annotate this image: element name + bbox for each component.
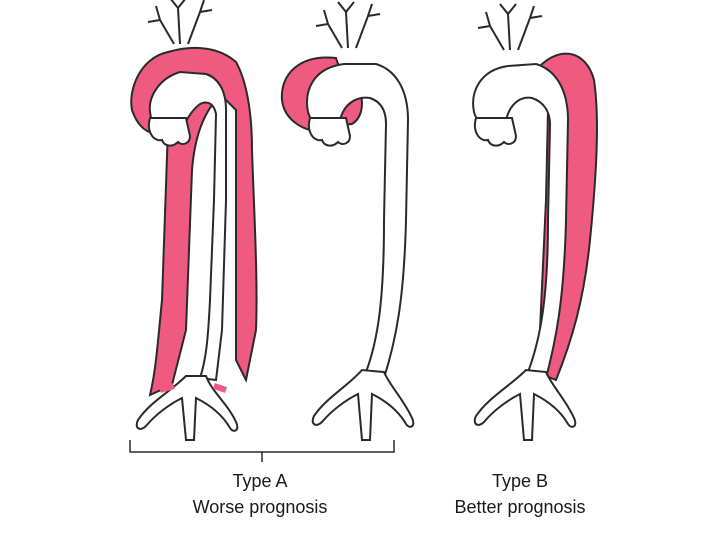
type-a-prognosis: Worse prognosis	[192, 497, 328, 517]
aorta-type-b	[472, 3, 598, 441]
arch-branches-1	[147, 0, 213, 45]
type-b-caption: Type B Better prognosis	[400, 468, 640, 520]
iliac-bifurcation-3	[473, 368, 577, 441]
aorta-type-a-ascending	[280, 1, 415, 441]
aortic-root-2	[308, 117, 352, 147]
aortic-root-3	[474, 117, 518, 147]
aortic-root-1	[148, 117, 192, 147]
iliac-bifurcation-2	[311, 368, 415, 441]
true-lumen-3	[472, 62, 570, 380]
type-b-label: Type B	[491, 471, 549, 491]
arch-branches-3	[477, 3, 543, 51]
type-a-caption: Type A Worse prognosis	[140, 468, 380, 520]
arch-branches-2	[315, 1, 381, 49]
type-a-bracket	[129, 440, 395, 462]
true-lumen-1	[148, 70, 227, 382]
type-b-prognosis: Better prognosis	[454, 497, 586, 517]
iliac-bifurcation-1	[135, 375, 239, 441]
aorta-type-a-extensive	[130, 0, 258, 441]
type-a-label: Type A	[232, 471, 288, 491]
